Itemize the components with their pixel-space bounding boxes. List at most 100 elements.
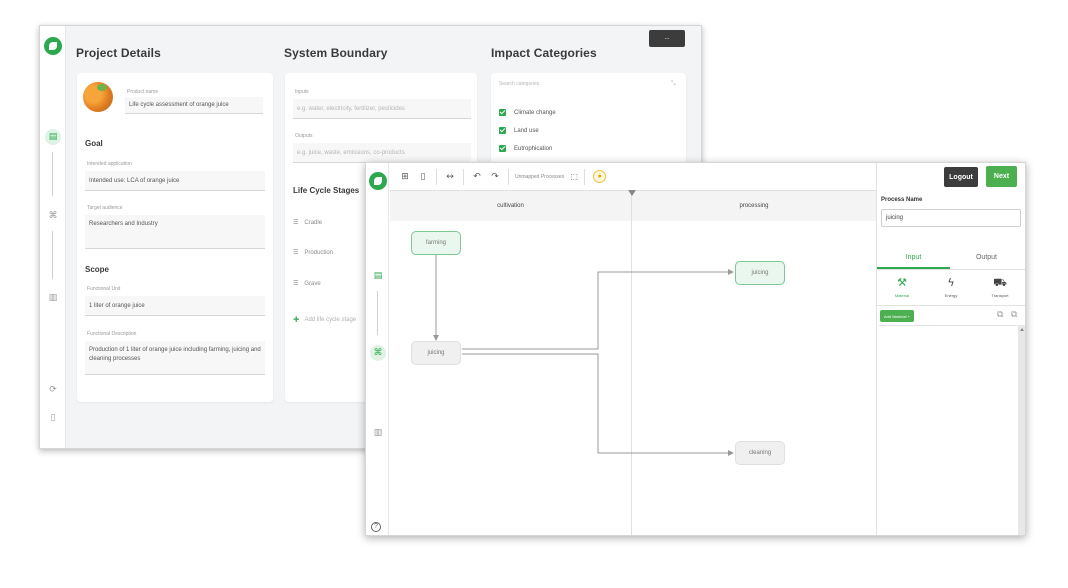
toolbar-divider (584, 168, 586, 185)
project-panel: Product name Life cycle assessment of or… (77, 73, 273, 402)
drag-handle-icon[interactable]: ☰ (293, 281, 299, 287)
category-checkbox-row[interactable]: Land use (499, 127, 539, 134)
product-name-field[interactable]: Life cycle assessment of orange juice (125, 97, 263, 114)
unmapped-processes-icon[interactable]: ⬚ (570, 171, 578, 181)
leaf-logo-icon (44, 37, 62, 55)
paste-icon[interactable]: ⧉ (1011, 310, 1018, 320)
functional-description-label: Functional Description (87, 331, 137, 337)
edge-juicing-juicing (462, 269, 734, 350)
editor-toolbar: ⊞ ▯ ↔ ↶ ↷ Unmapped Processes ⬚ ● (390, 163, 876, 191)
process-step-icon[interactable]: ⌘ (370, 345, 386, 361)
add-node-icon[interactable]: ⊞ (401, 171, 409, 182)
rail-connector (377, 291, 378, 335)
add-material-button[interactable]: Add Material + (880, 310, 914, 322)
connect-icon[interactable]: ↔ (446, 171, 454, 182)
category-checkbox-row[interactable]: Eutrophication (499, 145, 552, 152)
rail-connector (52, 231, 53, 279)
material-list-scrollbar[interactable] (1018, 325, 1025, 535)
impact-categories-heading: Impact Categories (491, 46, 597, 60)
process-name-input[interactable]: juicing (881, 209, 1021, 227)
results-step-icon[interactable]: ▥ (373, 428, 383, 438)
process-edges (433, 255, 734, 456)
back-top-button[interactable]: ... (649, 30, 685, 47)
category-divider (877, 305, 1025, 306)
project-details-heading: Project Details (76, 46, 161, 60)
copy-icon[interactable]: ⧉ (997, 310, 1004, 320)
stage-item[interactable]: ☰Production (293, 249, 334, 257)
category-transport[interactable]: ⛟ Transport (977, 275, 1023, 298)
scope-heading: Scope (85, 265, 110, 274)
stage-item[interactable]: ☰Cradle (293, 219, 323, 227)
outputs-field[interactable]: e.g. juice, waste, emissions, co-product… (293, 143, 471, 163)
edge-juicing-cleaning (462, 353, 734, 456)
category-energy[interactable]: ϟ Energy (928, 275, 974, 298)
next-button[interactable]: Next (986, 166, 1017, 187)
process-canvas[interactable]: cultivation processing farming juicing j… (390, 190, 876, 535)
category-search-input[interactable]: Search categories (499, 81, 540, 87)
back-step-rail: ▤ ⌘ ▥ ⟳ ▯ (40, 26, 66, 448)
node-juicing-processing[interactable]: juicing (735, 261, 785, 285)
plus-icon: + (293, 314, 300, 326)
redo-icon[interactable]: ↷ (491, 171, 499, 182)
lane-divider[interactable] (631, 191, 632, 535)
logout-button[interactable]: Logout (944, 167, 978, 187)
document-icon[interactable]: ▯ (50, 413, 56, 423)
intended-application-field[interactable]: Intended use: LCA of orange juice (85, 171, 265, 191)
tab-input[interactable]: Input (877, 247, 950, 269)
add-stage-button[interactable]: +Add life cycle stage (293, 314, 357, 326)
project-step-icon[interactable]: ▤ (45, 129, 61, 145)
product-name-label: Product name (127, 89, 159, 95)
intended-application-label: Intended application (87, 161, 132, 167)
target-audience-field[interactable]: Researchers and Industry (85, 215, 265, 249)
toolbar-divider (463, 168, 464, 185)
lightbulb-icon[interactable]: ● (593, 170, 607, 183)
product-image[interactable] (83, 82, 113, 112)
category-checkbox-row[interactable]: Climate change (499, 109, 556, 116)
drag-handle-icon[interactable]: ☰ (293, 220, 299, 226)
help-icon[interactable]: ? (371, 522, 381, 532)
delete-icon[interactable]: ▯ (420, 171, 426, 182)
material-list[interactable] (879, 325, 1017, 535)
goal-heading: Goal (85, 139, 103, 148)
outputs-label: Outputs (295, 133, 313, 139)
rail-connector (52, 152, 53, 196)
life-cycle-stages-heading: Life Cycle Stages (293, 186, 360, 195)
leaf-logo-icon (369, 172, 387, 190)
lane-header-processing[interactable]: processing (632, 191, 876, 221)
inputs-field[interactable]: e.g. water, electricity, fertilizer, pes… (293, 99, 471, 119)
undo-icon[interactable]: ↶ (473, 171, 481, 182)
functional-description-field[interactable]: Production of 1 liter of orange juice in… (85, 341, 265, 375)
node-cleaning[interactable]: cleaning (735, 441, 785, 465)
category-material[interactable]: ⚒ Material (879, 275, 925, 298)
inputs-label: Inputs (295, 89, 309, 95)
expand-icon[interactable]: ⤡ (671, 81, 676, 87)
process-editor-window: ▤ ⌘ ▥ ? ⊞ ▯ ↔ ↶ ↷ Unmapped Processes ⬚ ●… (365, 162, 1026, 536)
process-side-panel: Logout Next Process Name juicing Input O… (876, 163, 1025, 535)
tab-output[interactable]: Output (975, 254, 997, 261)
truck-icon: ⛟ (993, 276, 1007, 289)
functional-unit-field[interactable]: 1 liter of orange juice (85, 296, 265, 316)
project-step-icon[interactable]: ▤ (373, 271, 383, 281)
settings-icon[interactable]: ⟳ (49, 385, 57, 395)
toolbar-divider (508, 168, 509, 185)
checkbox-checked-icon[interactable] (499, 145, 506, 152)
checkbox-checked-icon[interactable] (499, 109, 506, 116)
stage-item[interactable]: ☰Grave (293, 280, 321, 288)
lightning-icon: ϟ (947, 276, 955, 289)
lane-resize-marker-icon[interactable] (628, 190, 636, 196)
drag-handle-icon[interactable]: ☰ (293, 250, 299, 256)
target-audience-label: Target audience (87, 205, 123, 211)
unmapped-processes-label: Unmapped Processes (515, 173, 565, 180)
tabs-divider (877, 269, 1025, 270)
lane-header-cultivation[interactable]: cultivation (390, 191, 631, 221)
results-step-icon[interactable]: ▥ (48, 293, 58, 303)
front-step-rail: ▤ ⌘ ▥ ? (366, 163, 389, 535)
functional-unit-label: Functional Unit (87, 286, 121, 292)
checkbox-checked-icon[interactable] (499, 127, 506, 134)
system-boundary-heading: System Boundary (284, 46, 388, 60)
process-name-label: Process Name (881, 197, 923, 203)
node-farming[interactable]: farming (411, 231, 461, 255)
node-juicing-cultivation[interactable]: juicing (411, 341, 461, 365)
toolbar-divider (436, 168, 437, 185)
process-step-icon[interactable]: ⌘ (48, 211, 58, 221)
